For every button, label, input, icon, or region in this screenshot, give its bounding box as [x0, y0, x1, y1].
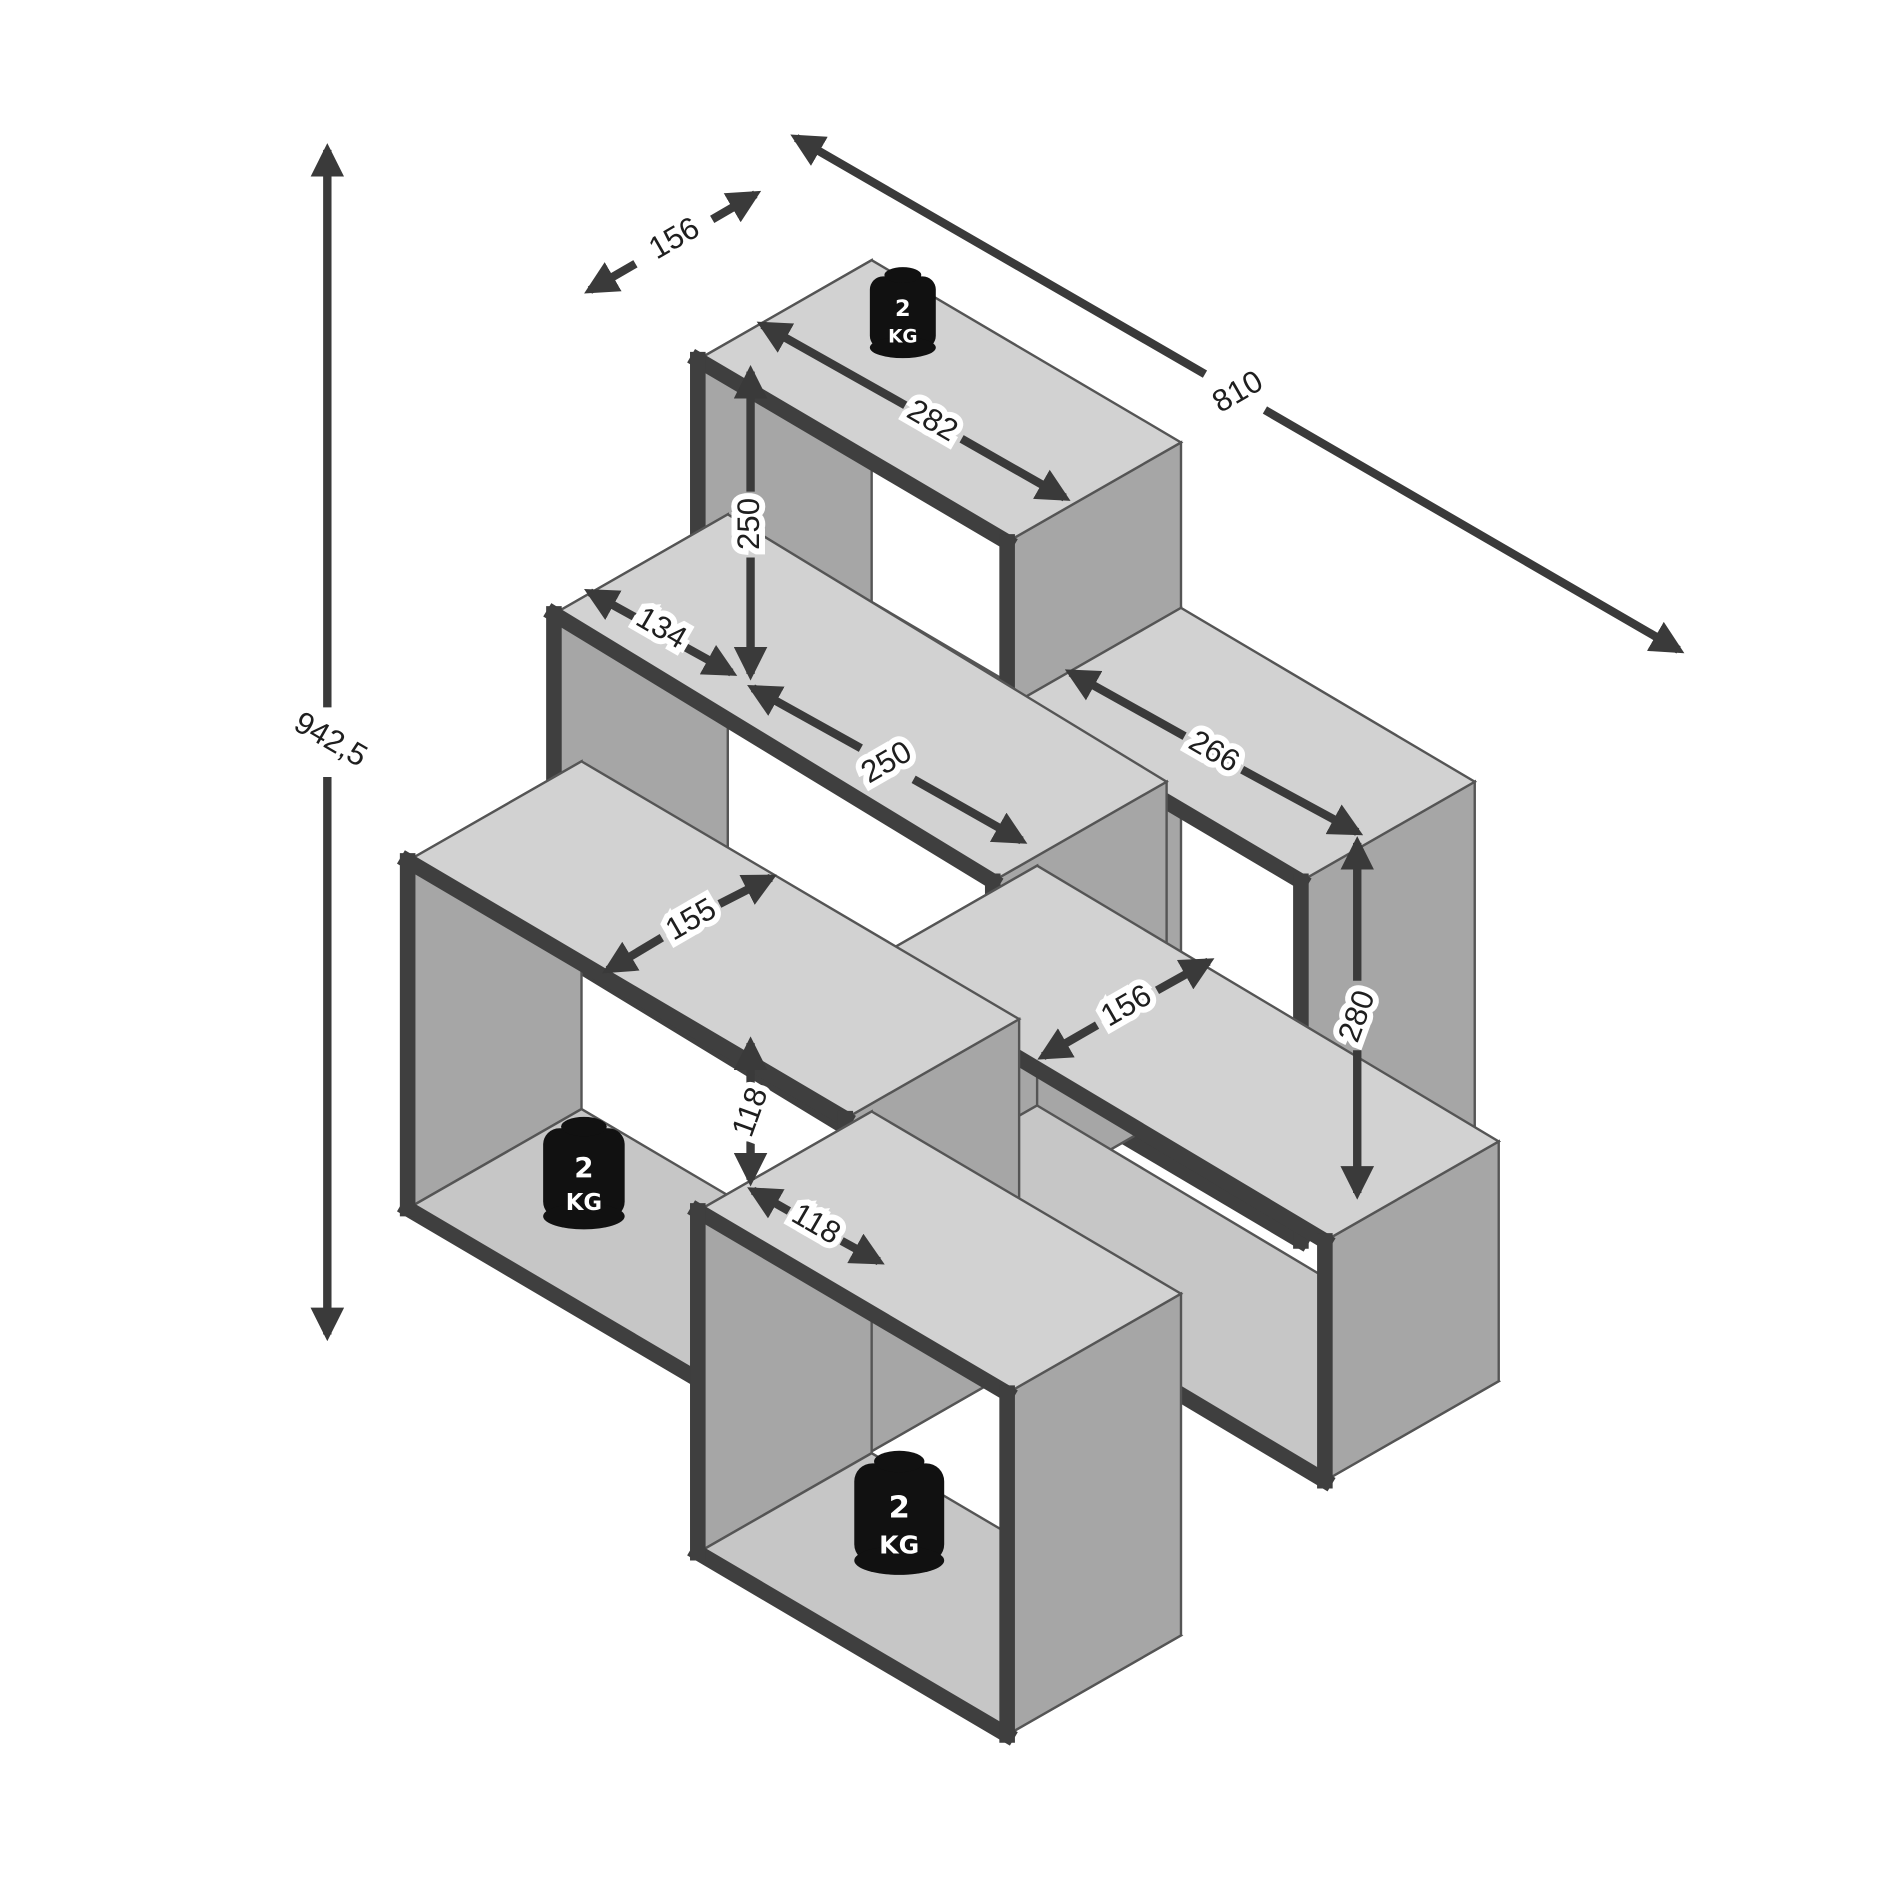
weight-icon-top: 2 KG — [869, 267, 936, 359]
front-edge-bottom — [687, 1542, 1018, 1746]
front-edge-top — [396, 850, 856, 1130]
weight-icon-bottom: 2 KG — [854, 1450, 945, 1575]
dimension-label: 810 — [1206, 363, 1269, 419]
dimension-label: 250 — [731, 498, 766, 550]
weight-unit: KG — [566, 1190, 602, 1216]
weight-value: 2 — [574, 1151, 593, 1184]
shelf-body — [396, 258, 1502, 1746]
dimension-total-depth: 156 — [584, 190, 762, 294]
weight-unit: KG — [879, 1530, 919, 1559]
front-edge-top — [687, 1200, 1018, 1404]
dimension-top-inner-height: 250 — [725, 364, 772, 681]
weight-value: 2 — [889, 1490, 910, 1525]
cube-bottom — [687, 1109, 1184, 1746]
weight-value: 2 — [895, 296, 911, 322]
front-edge-top — [543, 603, 1004, 892]
weight-icon-left: 2 KG — [543, 1116, 625, 1230]
dimension-label: 942,5 — [288, 704, 373, 773]
dimension-label: 118 — [725, 1083, 775, 1142]
dimension-label: 156 — [643, 210, 706, 266]
weight-unit: KG — [888, 326, 917, 347]
dimension-total-height: 942,5 — [282, 143, 379, 1342]
